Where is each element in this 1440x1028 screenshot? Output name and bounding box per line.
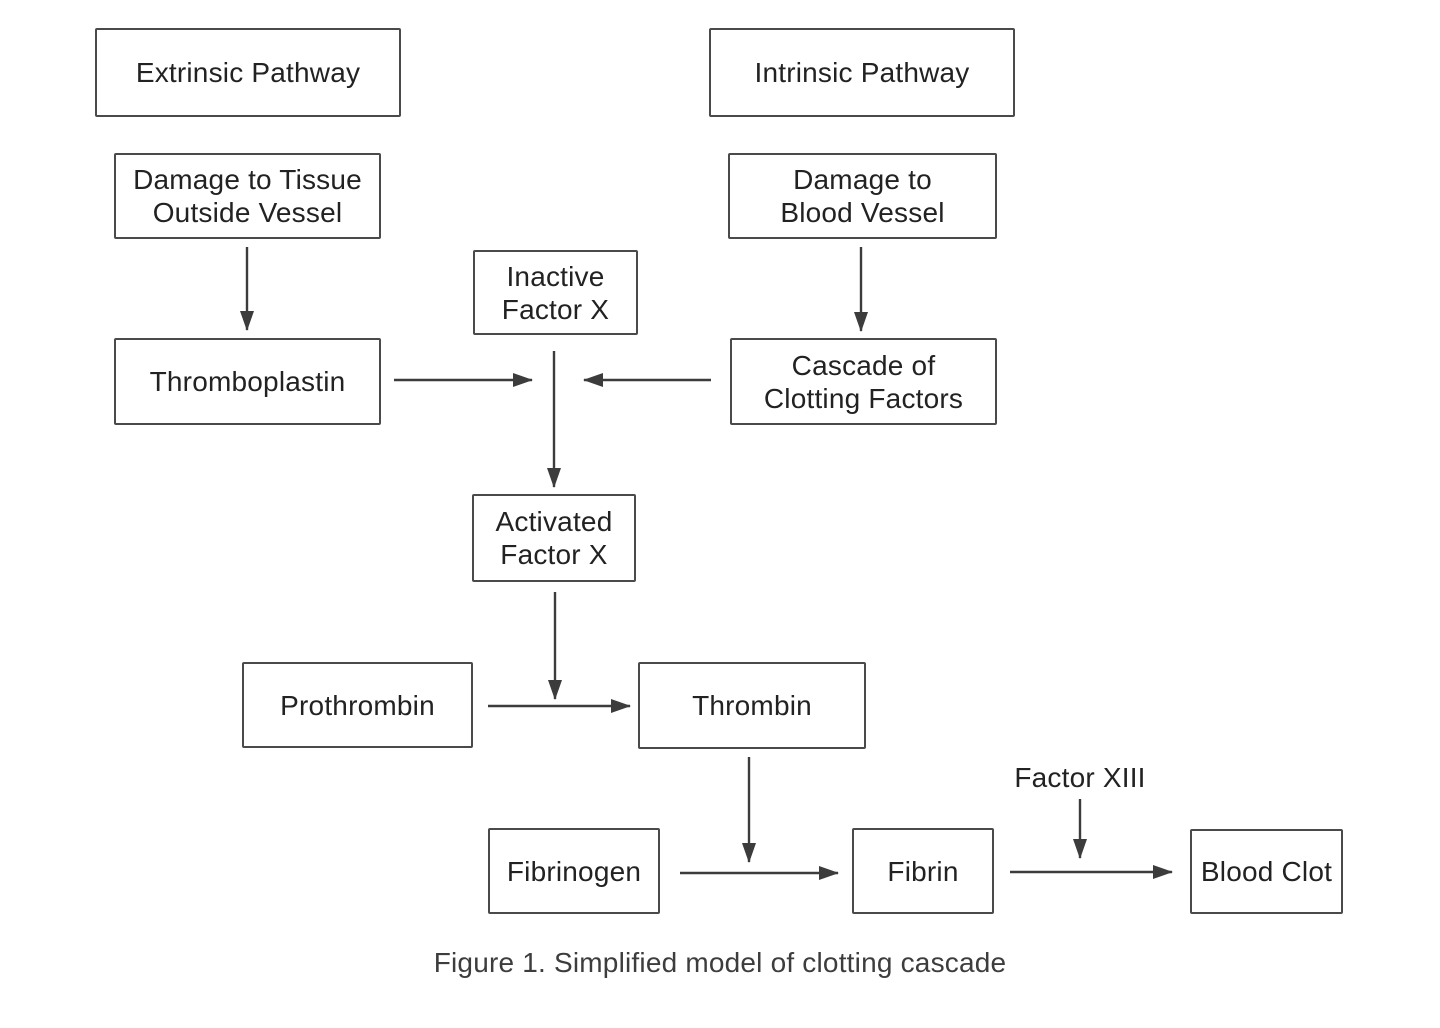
node-label: Fibrinogen xyxy=(506,855,642,887)
node-label: Extrinsic Pathway xyxy=(135,57,361,88)
label-text: Factor XIII xyxy=(1014,762,1146,793)
node-label-line: Damage to xyxy=(793,164,932,195)
node-damage-to-blood-vessel: Damage to Blood Vessel xyxy=(728,153,997,239)
node-label: Fibrin xyxy=(887,855,959,887)
node-fibrin: Fibrin xyxy=(852,828,994,914)
node-label: Thrombin xyxy=(692,690,812,721)
figure-caption: Figure 1. Simplified model of clotting c… xyxy=(433,947,1007,978)
node-label: Intrinsic Pathway xyxy=(754,57,970,88)
node-activated-factor-x: Activated Factor X xyxy=(472,494,636,582)
node-thromboplastin: Thromboplastin xyxy=(114,338,381,425)
node-cascade-of-clotting-factors: Cascade of Clotting Factors xyxy=(730,338,997,425)
node-label-line: Clotting Factors xyxy=(763,382,964,414)
label-factor-xiii: Factor XIII xyxy=(980,763,1180,793)
node-label: Prothrombin xyxy=(280,689,435,721)
node-label-line: Activated xyxy=(495,506,613,537)
node-fibrinogen: Fibrinogen xyxy=(488,828,660,914)
node-label: Thromboplastin xyxy=(149,366,346,397)
node-label-line: Damage to Tissue xyxy=(133,164,362,195)
node-label-line: Factor X xyxy=(500,539,608,570)
node-label-line: Outside Vessel xyxy=(152,197,343,228)
node-label-line: Factor X xyxy=(501,293,610,325)
node-blood-clot: Blood Clot xyxy=(1190,829,1343,914)
node-thrombin: Thrombin xyxy=(638,662,866,749)
node-label-line: Inactive xyxy=(506,260,605,292)
node-prothrombin: Prothrombin xyxy=(242,662,473,748)
node-extrinsic-pathway: Extrinsic Pathway xyxy=(95,28,401,117)
node-label-line: Cascade of xyxy=(791,349,936,381)
node-intrinsic-pathway: Intrinsic Pathway xyxy=(709,28,1015,117)
node-inactive-factor-x: Inactive Factor X xyxy=(473,250,638,335)
node-label-line: Blood Vessel xyxy=(780,197,945,228)
node-damage-to-tissue-outside-vessel: Damage to Tissue Outside Vessel xyxy=(114,153,381,239)
node-label: Blood Clot xyxy=(1200,856,1333,887)
